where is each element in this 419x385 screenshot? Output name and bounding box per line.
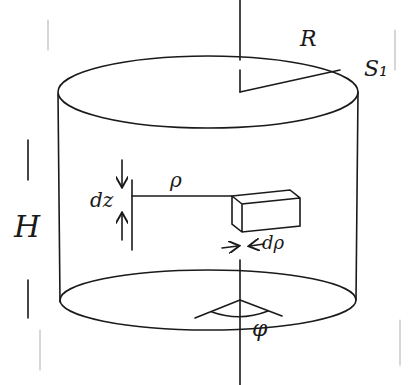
rho-label: ρ bbox=[170, 170, 182, 190]
phi-label: φ bbox=[252, 318, 267, 340]
radius-label: R bbox=[300, 28, 317, 50]
surface-label: S₁ bbox=[364, 58, 388, 80]
dz-label: dz bbox=[90, 190, 113, 210]
drho-label: dρ bbox=[262, 234, 284, 252]
height-label: H bbox=[14, 212, 40, 242]
